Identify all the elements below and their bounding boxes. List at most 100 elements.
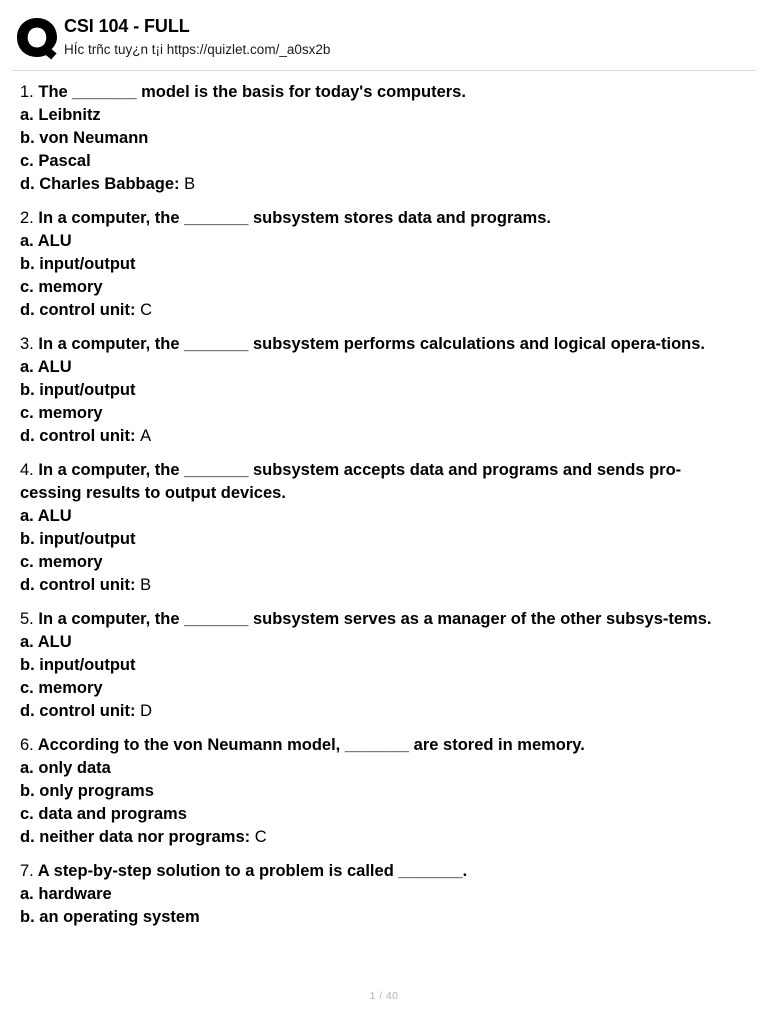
- option-text: control unit:: [39, 702, 136, 720]
- option-letter: b.: [20, 255, 35, 273]
- correct-answer-letter: A: [140, 427, 152, 445]
- answer-option[interactable]: b. von Neumann: [20, 127, 740, 150]
- document-header: CSI 104 - FULL HÍc trñc tuy¿n t¡i https:…: [0, 0, 768, 60]
- correct-answer-letter: B: [140, 576, 152, 594]
- answer-option[interactable]: d. control unit: B: [20, 574, 740, 597]
- answer-option[interactable]: d. Charles Babbage: B: [20, 173, 740, 196]
- option-letter: d.: [20, 175, 35, 193]
- answer-option[interactable]: a. ALU: [20, 230, 740, 253]
- option-text: memory: [38, 679, 103, 697]
- option-letter: c.: [20, 805, 34, 823]
- option-letter: b.: [20, 782, 35, 800]
- question-number: 1.: [20, 83, 34, 101]
- question-line: 3. In a computer, the _______ subsystem …: [20, 333, 740, 356]
- option-letter: a.: [20, 507, 34, 525]
- option-text: data and programs: [38, 805, 187, 823]
- answer-option[interactable]: d. control unit: A: [20, 425, 740, 448]
- answer-option[interactable]: b. input/output: [20, 654, 740, 677]
- quizlet-q-logo-icon: [12, 14, 64, 60]
- option-text: control unit:: [39, 301, 136, 319]
- document-subtitle: HÍc trñc tuy¿n t¡i https://quizlet.com/_…: [64, 42, 331, 57]
- question-number: 3.: [20, 335, 34, 353]
- answer-option[interactable]: c. Pascal: [20, 150, 740, 173]
- answer-option[interactable]: b. input/output: [20, 253, 740, 276]
- option-text: ALU: [37, 507, 72, 525]
- question-line: 6. According to the von Neumann model, _…: [20, 734, 740, 757]
- option-letter: d.: [20, 576, 35, 594]
- answer-option[interactable]: c. memory: [20, 551, 740, 574]
- option-letter: b.: [20, 381, 35, 399]
- question-text: In a computer, the _______ subsystem ser…: [38, 610, 712, 628]
- option-text: only programs: [39, 782, 154, 800]
- answer-option[interactable]: d. neither data nor programs: C: [20, 826, 740, 849]
- question-number: 6.: [20, 736, 34, 754]
- option-text: control unit:: [39, 427, 136, 445]
- option-letter: c.: [20, 679, 34, 697]
- question-text: In a computer, the _______ subsystem sto…: [38, 209, 551, 227]
- option-text: neither data nor programs:: [39, 828, 251, 846]
- option-text: input/output: [39, 656, 136, 674]
- answer-option[interactable]: a. Leibnitz: [20, 104, 740, 127]
- answer-option[interactable]: a. hardware: [20, 883, 740, 906]
- option-text: memory: [38, 278, 103, 296]
- option-text: hardware: [38, 885, 112, 903]
- question-block: 7. A step-by-step solution to a problem …: [20, 860, 740, 929]
- correct-answer-letter: D: [140, 702, 153, 720]
- option-letter: a.: [20, 232, 34, 250]
- answer-option[interactable]: c. memory: [20, 402, 740, 425]
- question-block: 2. In a computer, the _______ subsystem …: [20, 207, 740, 322]
- option-text: ALU: [37, 358, 72, 376]
- correct-answer-letter: C: [140, 301, 153, 319]
- option-text: control unit:: [39, 576, 136, 594]
- option-letter: a.: [20, 885, 34, 903]
- question-block: 6. According to the von Neumann model, _…: [20, 734, 740, 849]
- option-letter: a.: [20, 759, 34, 777]
- option-letter: b.: [20, 656, 35, 674]
- option-letter: d.: [20, 828, 35, 846]
- answer-option[interactable]: a. ALU: [20, 356, 740, 379]
- option-text: ALU: [37, 633, 72, 651]
- option-letter: b.: [20, 530, 35, 548]
- answer-option[interactable]: a. only data: [20, 757, 740, 780]
- question-block: 3. In a computer, the _______ subsystem …: [20, 333, 740, 448]
- correct-answer-letter: B: [184, 175, 196, 193]
- question-line: 4. In a computer, the _______ subsystem …: [20, 459, 740, 505]
- question-number: 2.: [20, 209, 34, 227]
- answer-option[interactable]: b. only programs: [20, 780, 740, 803]
- option-text: only data: [38, 759, 111, 777]
- answer-option[interactable]: c. memory: [20, 677, 740, 700]
- option-text: input/output: [39, 530, 136, 548]
- question-block: 1. The _______ model is the basis for to…: [20, 81, 740, 196]
- option-letter: b.: [20, 908, 35, 926]
- answer-option[interactable]: d. control unit: D: [20, 700, 740, 723]
- option-letter: d.: [20, 301, 35, 319]
- answer-option[interactable]: d. control unit: C: [20, 299, 740, 322]
- option-letter: c.: [20, 553, 34, 571]
- page-indicator: 1 / 40: [369, 990, 399, 1002]
- option-letter: b.: [20, 129, 35, 147]
- option-text: ALU: [37, 232, 72, 250]
- answer-option[interactable]: b. input/output: [20, 379, 740, 402]
- header-divider: [12, 70, 756, 71]
- header-text-group: CSI 104 - FULL HÍc trñc tuy¿n t¡i https:…: [64, 14, 748, 59]
- answer-option[interactable]: a. ALU: [20, 631, 740, 654]
- correct-answer-letter: C: [254, 828, 267, 846]
- answer-option[interactable]: c. data and programs: [20, 803, 740, 826]
- question-text: In a computer, the _______ subsystem per…: [38, 335, 705, 353]
- option-text: memory: [38, 404, 103, 422]
- option-text: Pascal: [38, 152, 91, 170]
- question-line: 1. The _______ model is the basis for to…: [20, 81, 740, 104]
- answer-option[interactable]: b. input/output: [20, 528, 740, 551]
- option-letter: d.: [20, 702, 35, 720]
- option-text: input/output: [39, 381, 136, 399]
- option-letter: c.: [20, 278, 34, 296]
- question-text: According to the von Neumann model, ____…: [37, 736, 585, 754]
- answer-option[interactable]: b. an operating system: [20, 906, 740, 929]
- question-number: 5.: [20, 610, 34, 628]
- option-letter: c.: [20, 404, 34, 422]
- answer-option[interactable]: c. memory: [20, 276, 740, 299]
- question-number: 7.: [20, 862, 34, 880]
- answer-option[interactable]: a. ALU: [20, 505, 740, 528]
- option-text: Leibnitz: [38, 106, 101, 124]
- question-line: 2. In a computer, the _______ subsystem …: [20, 207, 740, 230]
